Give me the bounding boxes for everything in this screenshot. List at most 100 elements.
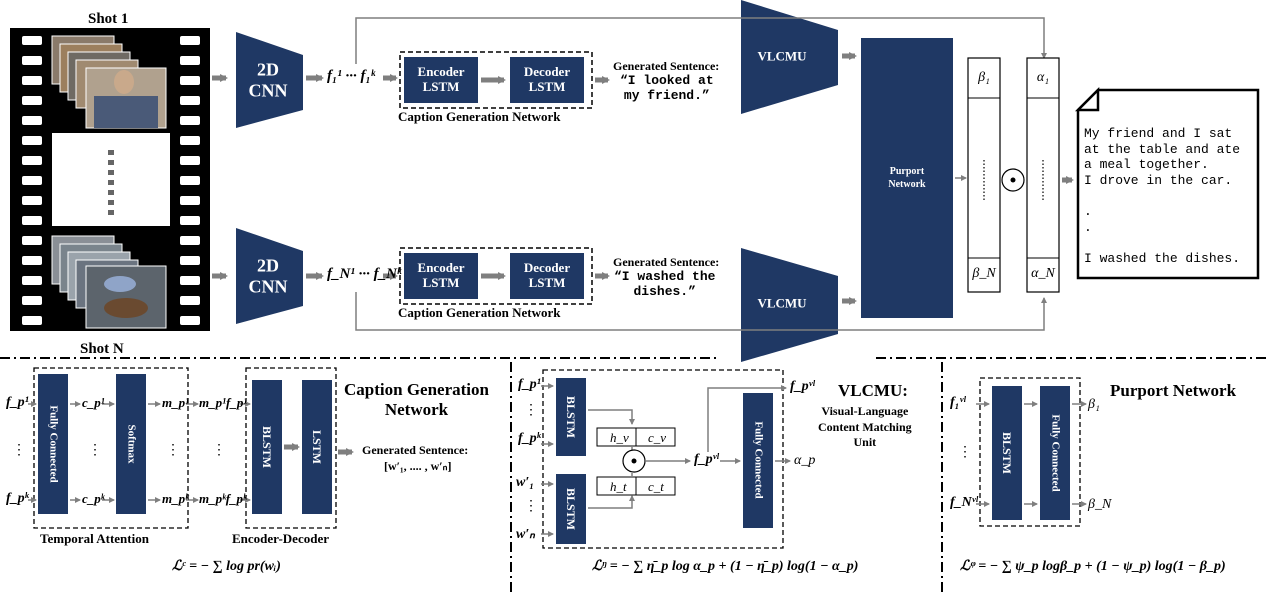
pn-f1vl-label: f₁ᵛˡ [950, 395, 966, 410]
vlc-vdots-1: ⋮ [524, 403, 538, 418]
encoder-bottom-block [404, 253, 478, 299]
vlc-wn-label: w′ₙ [516, 527, 535, 542]
vlc-fpvl-mid-label: f_pᵛˡ [694, 452, 719, 467]
gen-sentence-bottom: “I washed the dishes.” [614, 269, 716, 299]
cgn-fp1-label: f_p¹ [6, 395, 29, 410]
vlc-panel-subtitle: Visual-Language Content Matching Unit [818, 404, 912, 450]
cgn-lstm-label: LSTM [310, 429, 324, 465]
vlcmu-top-block [741, 0, 838, 114]
cnn-bottom-label: 2D CNN [248, 255, 288, 296]
ed-lstm-block [302, 380, 332, 514]
vlcmu-blstm-visual [556, 378, 586, 456]
decoder-bottom-label: Decoder LSTM [523, 260, 571, 290]
encoder-decoder-label: Encoder-Decoder [232, 531, 329, 546]
decoder-top-label: Decoder LSTM [523, 64, 571, 94]
vlc-cv-label: c_v [648, 430, 667, 445]
vlc-alpha-p-label: α_p [794, 453, 816, 468]
alpha-n-label: α_N [1031, 266, 1055, 281]
cnn-top-block [236, 32, 303, 128]
caption-net-bottom-title: Caption Generation Network [398, 305, 561, 320]
vlc-fp1-label: f_p¹ [518, 377, 541, 392]
encoder-decoder-box [245, 367, 337, 529]
vlc-fpvl-out-label: f_pᵛˡ [790, 379, 815, 394]
vlcmu-fc-block [743, 393, 773, 528]
caption-net-top-title: Caption Generation Network [398, 109, 561, 124]
caption-net-top-box [399, 51, 593, 109]
cgn-panel-title: Caption Generation Network [344, 380, 489, 420]
cgn-mf1-label: m_p¹f_p¹ [199, 395, 248, 410]
encoder-top-label: Encoder LSTM [417, 64, 465, 94]
cgn-mfk-label: m_pᵏf_pᵏ [199, 491, 247, 506]
decoder-bottom-block [510, 253, 584, 299]
alpha-1-label: α₁ [1036, 70, 1050, 85]
decoder-top-block [510, 57, 584, 103]
tap-softmax-block [116, 374, 146, 514]
vlcmu-top-label: VLCMU [757, 48, 807, 64]
gen-sentence-top-title: Generated Sentence: [613, 59, 720, 73]
vlcmu-bottom-label: VLCMU [757, 295, 807, 311]
cgn-gen-title: Generated Sentence: [362, 443, 469, 457]
pn-betaN-label: β_N [1088, 497, 1112, 512]
feature-top-label: f₁¹ ··· f₁ᵏ [327, 68, 375, 84]
cgn-cpk-label: c_pᵏ [82, 491, 105, 506]
purport-network-label: Purport Network [888, 166, 926, 190]
purport-network-block [861, 38, 953, 318]
pn-beta1-label: β₁ [1088, 397, 1100, 412]
vlc-fpk-label: f_pᵏ [518, 431, 541, 446]
vlcmu-blstm-text [556, 474, 586, 544]
vlc-fc-label: Fully Connected [752, 421, 765, 499]
purport-fc-block [1040, 386, 1070, 520]
story-text: My friend and I sat at the table and ate… [1084, 126, 1241, 266]
purport-blstm-block [992, 386, 1022, 520]
pn-fNvl-label: f_Nᵛˡ [950, 495, 978, 510]
vlc-vdots-2: ⋮ [524, 499, 538, 514]
cgn-blstm-label: BLSTM [260, 425, 274, 469]
cgn-fpk-label: f_pᵏ [6, 491, 29, 506]
cgn-vdots-4: ⋮ [212, 443, 226, 458]
feature-bottom-label: f_N¹ ··· f_Nᵏ [327, 266, 402, 282]
pn-fc-label: Fully Connected [1049, 414, 1062, 492]
cgn-fc-label: Fully Connected [47, 405, 60, 483]
cgn-mp1-label: m_p¹ [162, 395, 190, 410]
frame-stack-top [51, 35, 167, 129]
pn-blstm-label: BLSTM [1000, 431, 1014, 475]
vlc-hv-label: h_v [610, 430, 629, 445]
beta-n-label: β_N [972, 266, 996, 281]
vlc-panel-title: VLCMU: [838, 381, 908, 400]
vlc-w1-label: w′₁ [516, 475, 535, 490]
cgn-loss: ℒᶜ = − ∑ log pr(wᵢ) [172, 559, 281, 574]
caption-net-bottom-box [399, 247, 593, 305]
encoder-top-block [404, 57, 478, 103]
vlc-loss: ℒᵑ = − ∑ η̄_p log α_p + (1 − η̄_p) log(1… [592, 559, 859, 574]
purport-panel-title: Purport Network [1110, 381, 1237, 400]
pn-vdots: ⋮ [958, 445, 972, 460]
beta-1-label: β₁ [978, 70, 990, 85]
cgn-mpk-label: m_pᵏ [162, 491, 189, 506]
temporal-attention-label: Temporal Attention [40, 531, 149, 546]
vlc-blstm-text-label: BLSTM [564, 487, 578, 531]
frame-stack-bottom [51, 235, 167, 329]
tap-fc-block [38, 374, 68, 514]
cgn-vdots-1: ⋮ [12, 443, 26, 458]
vlc-blstm-visual-label: BLSTM [564, 395, 578, 439]
gen-sentence-top: “I looked at my friend.” [620, 73, 714, 103]
gen-sentence-bottom-title: Generated Sentence: [613, 255, 720, 269]
cgn-softmax-label: Softmax [125, 424, 138, 464]
vlcmu-detail-box [542, 369, 784, 549]
cgn-gen-words: [w′₁, .... , w′ₙ] [384, 459, 452, 473]
cgn-vdots-2: ⋮ [88, 443, 102, 458]
cnn-bottom-block [236, 228, 303, 324]
vlc-ht-label: h_t [610, 479, 627, 494]
shot-n-label: Shot N [80, 341, 124, 357]
purport-detail-box [979, 377, 1081, 527]
cgn-cp1-label: c_p¹ [82, 395, 105, 410]
ed-blstm-block [252, 380, 282, 514]
encoder-bottom-label: Encoder LSTM [417, 260, 465, 290]
shot-1-label: Shot 1 [88, 11, 129, 27]
vlc-ct-label: c_t [648, 479, 664, 494]
cnn-top-label: 2D CNN [248, 59, 288, 100]
temporal-attention-box [33, 367, 189, 529]
cgn-vdots-3: ⋮ [166, 443, 180, 458]
pn-loss: ℒᵠ = − ∑ ψ_p logβ_p + (1 − ψ_p) log(1 − … [960, 559, 1226, 574]
